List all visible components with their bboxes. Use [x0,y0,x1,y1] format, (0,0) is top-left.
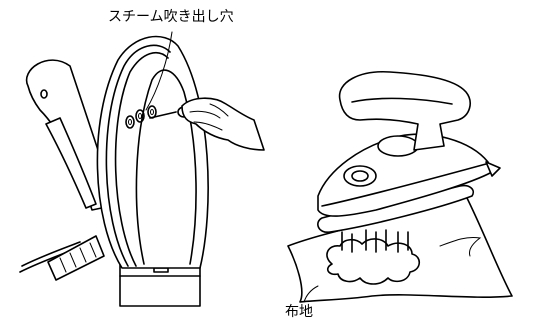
label-steam-holes: スチーム吹き出し穴 [108,9,234,25]
handle-hole [40,89,48,99]
steam-button [377,135,419,157]
iron-handle-right [338,71,471,151]
leader-line-steam [145,31,173,111]
iron-body [96,35,209,269]
iron-handle [25,59,117,211]
cord-strain-relief [47,235,105,281]
label-cloth: 布地 [285,304,313,320]
steam-cloud [326,238,421,285]
steam-lines [341,229,409,253]
standing-iron [19,31,265,307]
iron-on-fabric [287,71,513,303]
power-cord-edge [21,241,81,267]
cleaning-pin [149,111,177,119]
soleplate [135,69,197,265]
handle-grip [45,117,97,209]
leader-line-cloth [303,285,319,303]
